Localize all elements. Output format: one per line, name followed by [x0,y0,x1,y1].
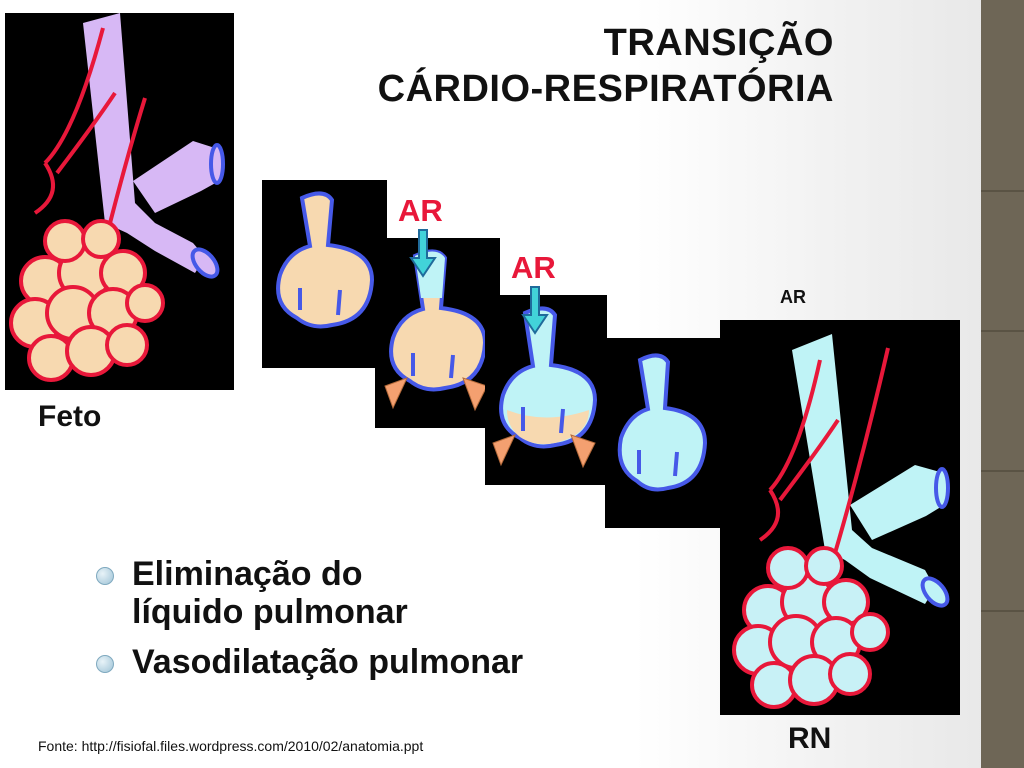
bullet-list: Eliminação do líquido pulmonar Vasodilat… [96,555,523,681]
title-line-2: CÁRDIO-RESPIRATÓRIA [377,68,834,110]
decorative-side-strip [981,0,1024,768]
slide-title: TRANSIÇÃO CÁRDIO-RESPIRATÓRIA [378,20,834,112]
alveolus-panel-2 [375,238,500,428]
bullet-dot-icon [96,567,114,585]
newborn-lung-illustration [732,334,950,709]
bullet-text-line: Eliminação do [132,555,363,593]
alveolus-panel-4 [605,338,720,528]
air-arrow-2 [521,286,549,335]
bullet-item: Eliminação do líquido pulmonar [96,555,523,631]
bullet-item: Vasodilatação pulmonar [96,643,523,681]
air-label-3: AR [780,287,806,307]
alveolus-mostly-air [492,306,598,469]
bullet-text-line: líquido pulmonar [132,593,408,631]
air-arrow-1 [409,229,437,278]
alveolus-air-filled [617,353,708,492]
air-label-2: AR [511,250,556,285]
newborn-lung-panel [720,320,960,715]
alveolus-fluid-filled [276,191,375,329]
source-citation: Fonte: http://fisiofal.files.wordpress.c… [38,738,424,754]
air-label-1: AR [398,193,443,228]
bullet-dot-icon [96,655,114,673]
fetus-label: Feto [38,400,102,433]
bullet-text-line: Vasodilatação pulmonar [132,643,524,681]
fetal-lung-panel [5,13,234,390]
fetal-lung-illustration [9,13,225,382]
alveolus-panel-1 [262,180,387,368]
alveolus-panel-3 [485,295,607,485]
title-line-1: TRANSIÇÃO [603,22,834,64]
newborn-label: RN [788,722,832,755]
